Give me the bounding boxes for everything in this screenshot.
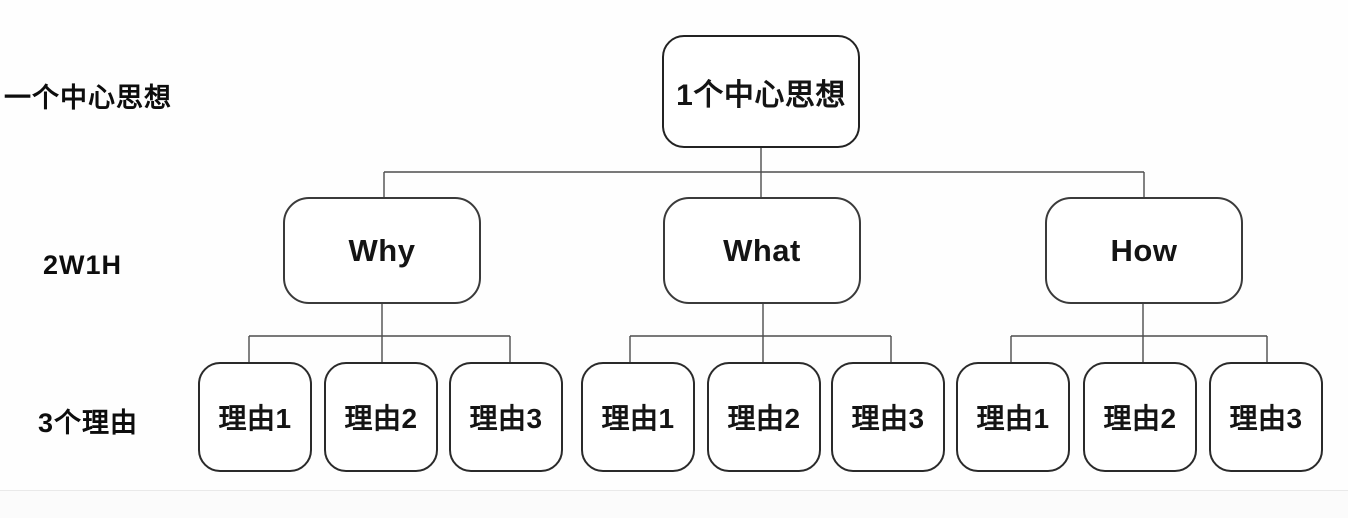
node-how-reason-2: 理由2 <box>1083 362 1197 472</box>
node-why: Why <box>283 197 481 304</box>
node-what-reason-2: 理由2 <box>707 362 821 472</box>
node-how-reason-1: 理由1 <box>956 362 1070 472</box>
row-label-three-reasons: 3个理由 <box>38 408 139 438</box>
bottom-frame-edge <box>0 490 1348 518</box>
row-label-central-idea: 一个中心思想 <box>4 83 172 113</box>
node-why-reason-2: 理由2 <box>324 362 438 472</box>
node-what: What <box>663 197 861 304</box>
node-how-reason-3: 理由3 <box>1209 362 1323 472</box>
row-label-2w1h: 2W1H <box>43 250 123 280</box>
node-what-reason-1: 理由1 <box>581 362 695 472</box>
node-what-reason-3: 理由3 <box>831 362 945 472</box>
node-why-reason-1: 理由1 <box>198 362 312 472</box>
node-why-reason-3: 理由3 <box>449 362 563 472</box>
node-central-idea: 1个中心思想 <box>662 35 860 148</box>
node-how: How <box>1045 197 1243 304</box>
